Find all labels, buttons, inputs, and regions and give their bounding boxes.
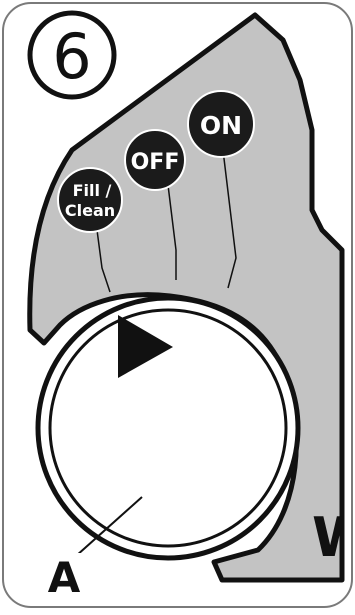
dial-inner-face [48, 308, 288, 548]
fill-clean-label-line2: Clean [65, 201, 115, 220]
off-label: OFF [131, 150, 180, 175]
partial-letter-w: W [312, 506, 355, 569]
dial-knob [35, 295, 301, 561]
connector-lines [96, 141, 237, 293]
callout-a-letter: A [48, 553, 81, 602]
on-label: ON [200, 111, 242, 140]
step-number-badge: 6 [27, 10, 117, 100]
callout-a-leader [75, 496, 143, 557]
partial-brand-letter: W [312, 506, 355, 569]
setting-badge-fill-clean: Fill / Clean [57, 167, 123, 233]
setting-badge-off: OFF [124, 129, 186, 191]
connector-on [221, 141, 237, 289]
callout-a: A [42, 496, 143, 602]
connector-off [167, 184, 177, 280]
setting-badge-on: ON [187, 90, 255, 158]
step-number: 6 [52, 20, 91, 93]
connector-fill-clean [96, 229, 111, 293]
fill-clean-label-line1: Fill / [73, 181, 112, 200]
play-triangle-icon [118, 315, 173, 378]
